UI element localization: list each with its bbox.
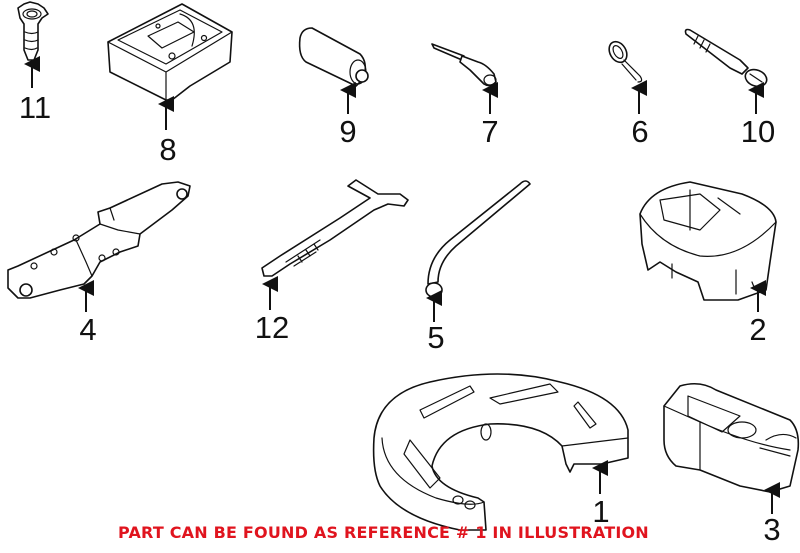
part-6-hook-ring-icon[interactable]: [606, 38, 647, 114]
callout-12: 12: [254, 310, 290, 345]
part-1-foam-tray-icon[interactable]: [372, 373, 629, 531]
callout-4: 4: [79, 312, 97, 347]
part-9-socket-icon[interactable]: [298, 27, 369, 114]
part-8-tool-box-icon[interactable]: [107, 3, 233, 130]
callout-3: 3: [763, 512, 781, 547]
part-3-foam-block-icon[interactable]: [663, 382, 800, 514]
callout-7: 7: [481, 114, 499, 149]
callout-5: 5: [427, 320, 445, 355]
callout-6: 6: [631, 114, 649, 149]
part-5-jack-handle-icon[interactable]: [425, 180, 531, 322]
part-12-lug-wrench-icon[interactable]: [261, 179, 409, 310]
reference-note: PART CAN BE FOUND AS REFERENCE # 1 IN IL…: [118, 523, 649, 542]
part-4-scissor-jack-icon[interactable]: [7, 181, 191, 312]
callout-8: 8: [159, 132, 177, 167]
callout-9: 9: [339, 114, 357, 149]
callout-11: 11: [18, 90, 52, 125]
callout-10: 10: [740, 114, 776, 149]
callout-2: 2: [749, 312, 767, 347]
part-7-screwdriver-icon[interactable]: [431, 43, 498, 114]
part-10-tow-eye-icon[interactable]: [684, 28, 770, 115]
part-11-wing-nut-icon[interactable]: [17, 1, 49, 88]
callout-1: 1: [592, 494, 610, 529]
part-2-tool-tray-icon[interactable]: [639, 181, 777, 312]
